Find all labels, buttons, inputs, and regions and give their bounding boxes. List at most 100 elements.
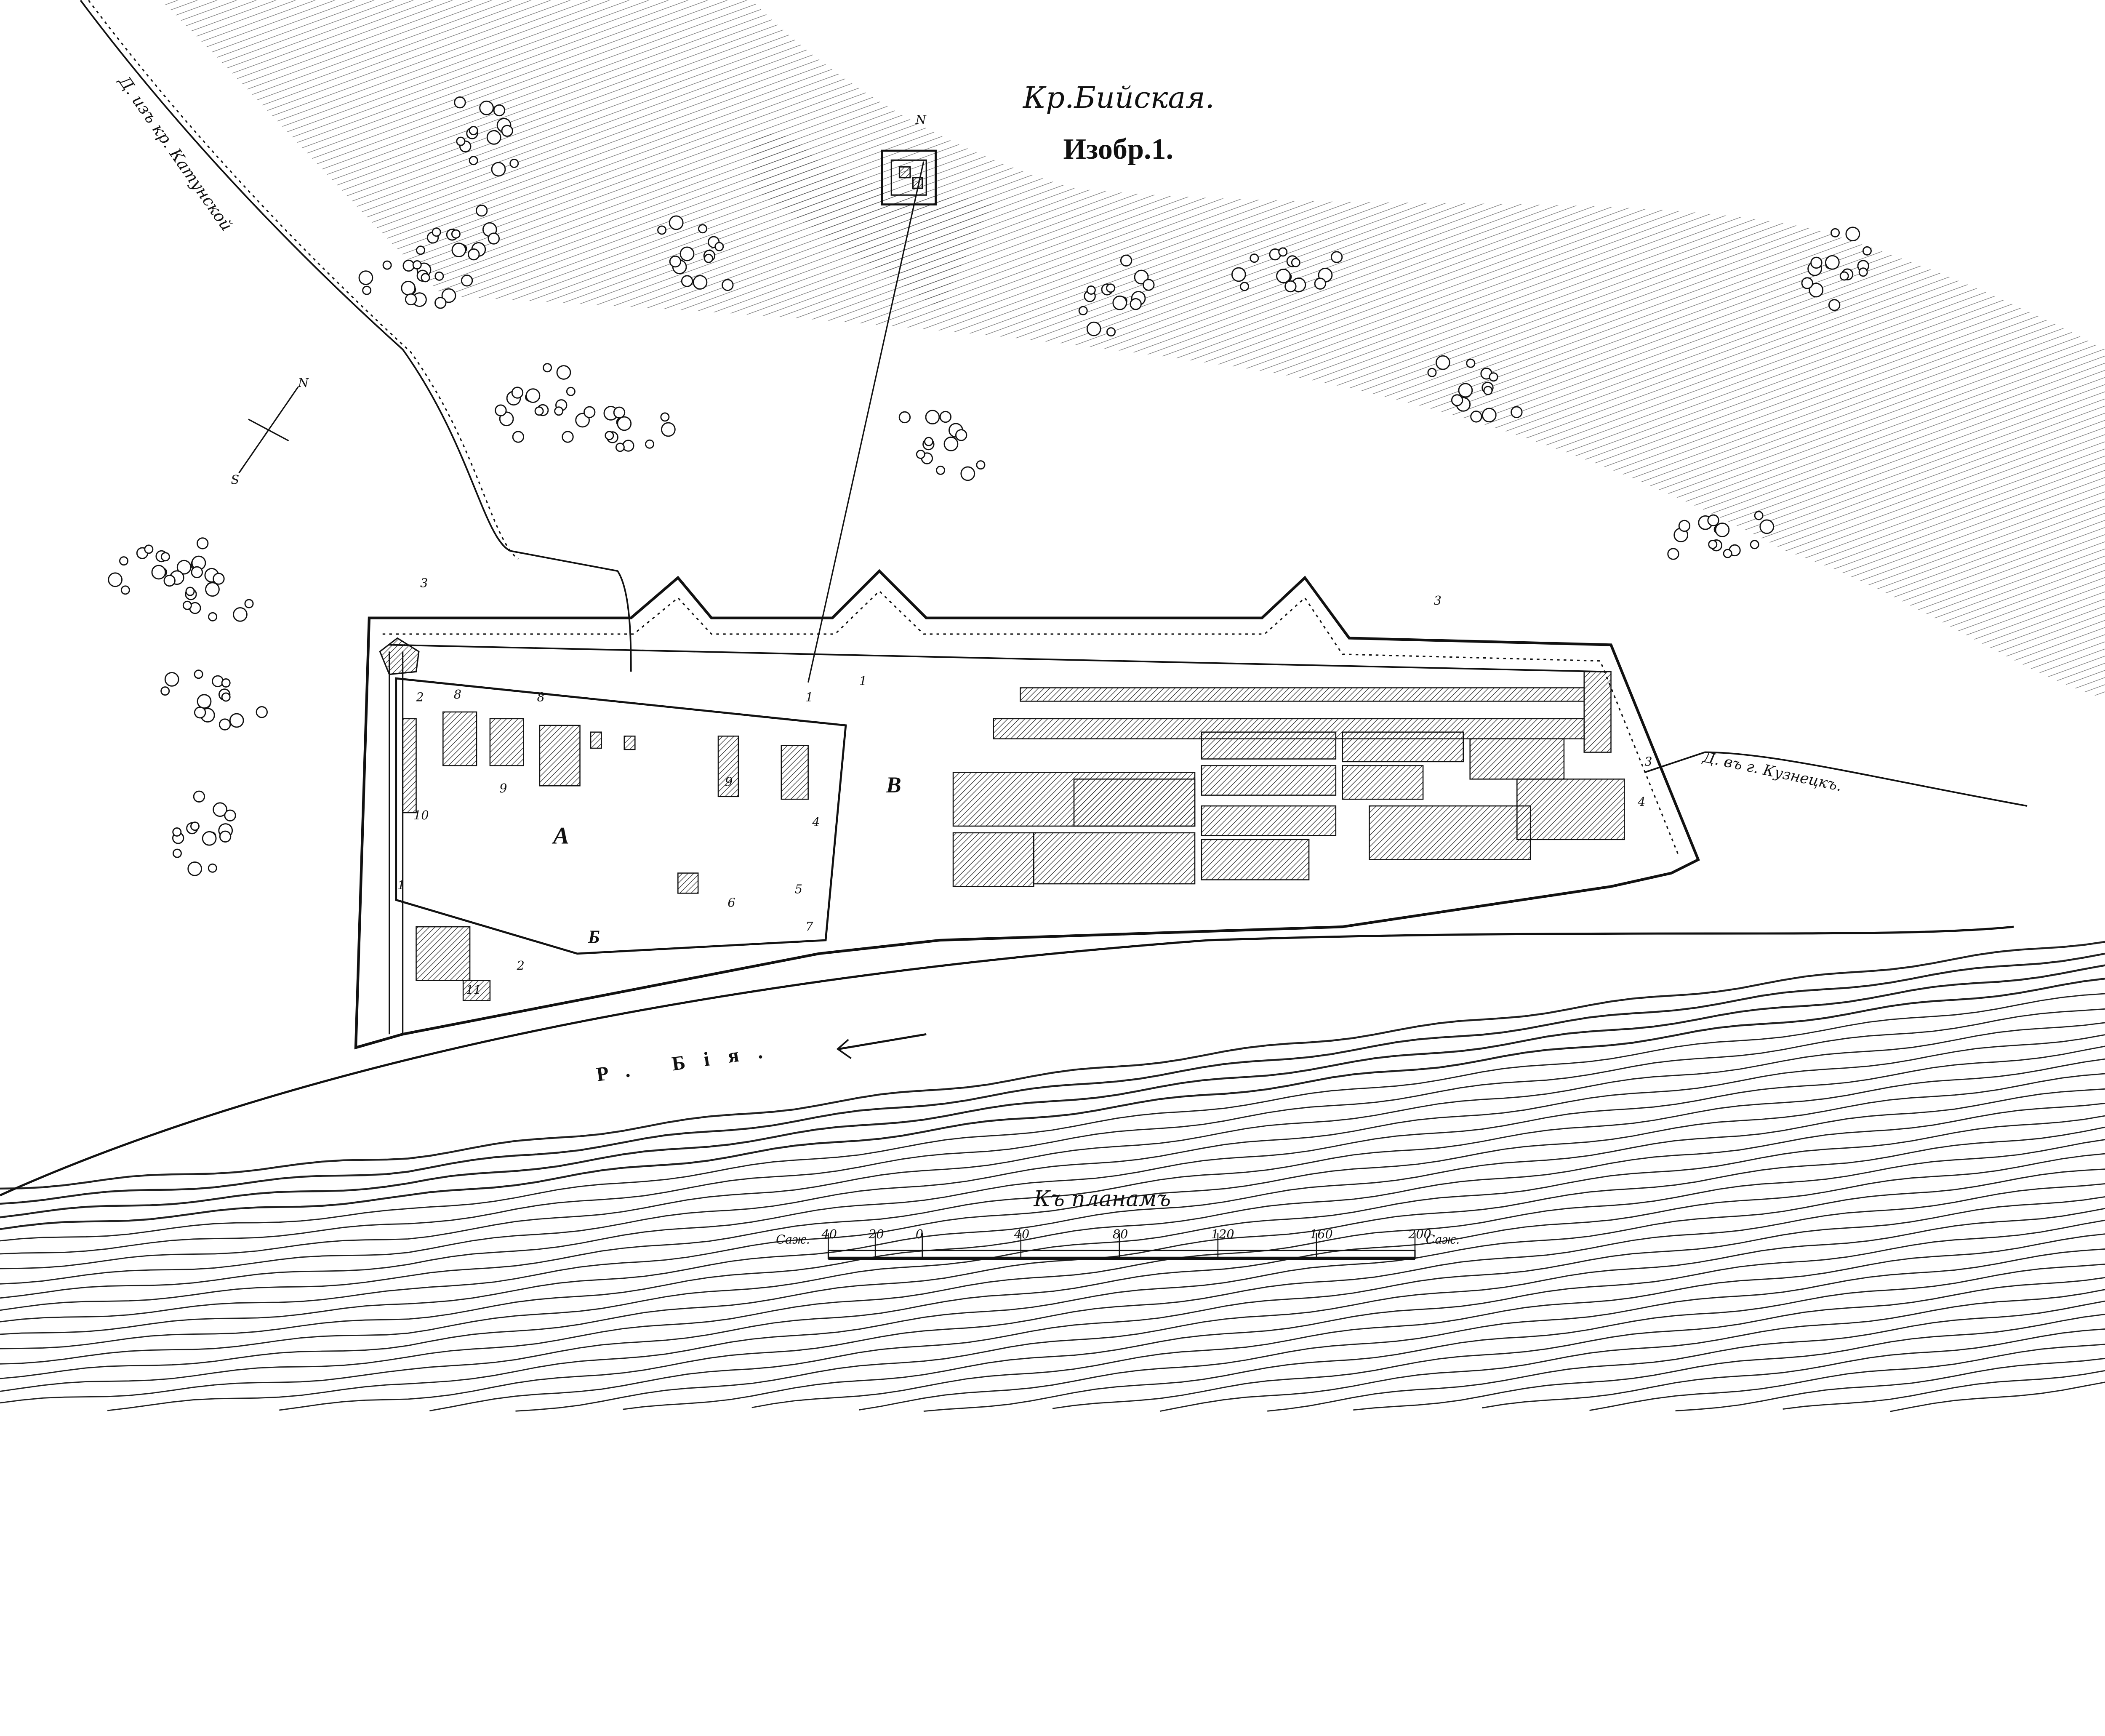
tree	[1130, 298, 1142, 310]
tree	[1330, 251, 1343, 263]
river-wave-line	[1783, 1370, 2105, 1410]
tree	[172, 848, 182, 858]
tree	[468, 248, 480, 261]
building-number: 11	[466, 983, 482, 997]
building-number: 8	[454, 687, 461, 701]
compass-north: N	[298, 376, 309, 390]
tree	[432, 227, 441, 237]
building	[717, 736, 739, 797]
building	[402, 718, 417, 813]
tree	[1839, 271, 1849, 281]
building	[1020, 687, 1585, 702]
hill-slope	[161, 0, 2105, 699]
tree	[213, 573, 225, 585]
tree	[412, 260, 422, 270]
tree-grove	[1801, 227, 1872, 311]
tree	[194, 706, 206, 719]
tree	[714, 242, 724, 251]
building	[489, 718, 524, 766]
tree-grove	[172, 790, 236, 876]
tree	[196, 537, 209, 549]
building-number: 9	[499, 781, 507, 795]
tree-grove	[160, 669, 268, 731]
tree	[202, 831, 217, 846]
tree	[1810, 256, 1823, 269]
river-wave-line	[0, 941, 2105, 1190]
tree-grove	[454, 96, 519, 177]
tree	[898, 411, 911, 424]
tree	[221, 692, 231, 702]
tree	[205, 582, 220, 597]
tree	[401, 280, 416, 296]
tree	[943, 437, 959, 451]
citadel-enclosure	[395, 677, 847, 955]
road-label-katun: Д. изъ кр. Катунской	[114, 72, 236, 234]
tree	[605, 431, 614, 440]
tree	[1239, 282, 1249, 291]
tree	[151, 565, 166, 580]
tree	[208, 863, 217, 873]
river-wave-line	[279, 1183, 2105, 1411]
tree	[197, 694, 212, 709]
building	[1369, 805, 1531, 860]
tree	[669, 215, 684, 230]
tree	[1435, 355, 1450, 370]
tree	[1511, 406, 1523, 419]
river-wave-line	[923, 1264, 2105, 1412]
tree	[1708, 539, 1718, 549]
tree	[679, 246, 695, 261]
river-wave-line	[0, 1126, 2105, 1379]
tree	[362, 285, 372, 295]
tree	[1754, 511, 1764, 520]
building-number: 10	[413, 808, 429, 822]
scale-unit-right: Саж.	[1426, 1232, 1460, 1247]
tree	[1828, 299, 1841, 311]
tree	[182, 600, 192, 610]
tree	[486, 130, 501, 145]
tree	[617, 416, 632, 431]
tree	[1120, 254, 1132, 267]
tree	[1801, 277, 1813, 289]
building	[1201, 731, 1337, 760]
tree	[1489, 372, 1498, 382]
river-wave-line	[1267, 1300, 2105, 1412]
tree	[434, 271, 444, 281]
scale-tick-label: 20	[868, 1227, 884, 1241]
tree	[1106, 327, 1116, 337]
building-number: 3	[420, 576, 428, 590]
tree	[1858, 267, 1868, 277]
tree	[479, 100, 494, 115]
tree	[669, 255, 682, 268]
tree	[1466, 358, 1476, 368]
sight-line	[807, 161, 925, 683]
river-wave-line	[0, 1045, 2105, 1299]
tree	[556, 365, 571, 380]
river-wave-line	[0, 977, 2105, 1230]
river-wave-line	[0, 1034, 2105, 1285]
tree	[469, 156, 478, 165]
building-number: 4	[812, 815, 820, 829]
river-wave-line	[0, 1008, 2105, 1255]
river-label: Р. Бія.	[595, 1038, 782, 1086]
tree	[119, 556, 129, 566]
tree	[461, 275, 473, 287]
tree-grove	[1427, 355, 1523, 423]
building	[442, 711, 477, 766]
river-wave-line	[0, 1115, 2105, 1365]
tree	[1250, 253, 1259, 263]
tree	[1809, 283, 1824, 298]
tree	[511, 387, 524, 399]
district-v: В	[886, 772, 901, 797]
tree	[1483, 386, 1493, 395]
tree	[416, 245, 426, 255]
tree	[613, 406, 626, 419]
tree	[194, 669, 203, 679]
tree	[229, 713, 244, 728]
tree-grove	[1231, 247, 1343, 293]
tree	[661, 422, 676, 437]
tree	[218, 718, 231, 731]
scale-unit-left: Саж.	[776, 1232, 810, 1247]
tree	[454, 96, 466, 109]
tree	[233, 607, 248, 622]
